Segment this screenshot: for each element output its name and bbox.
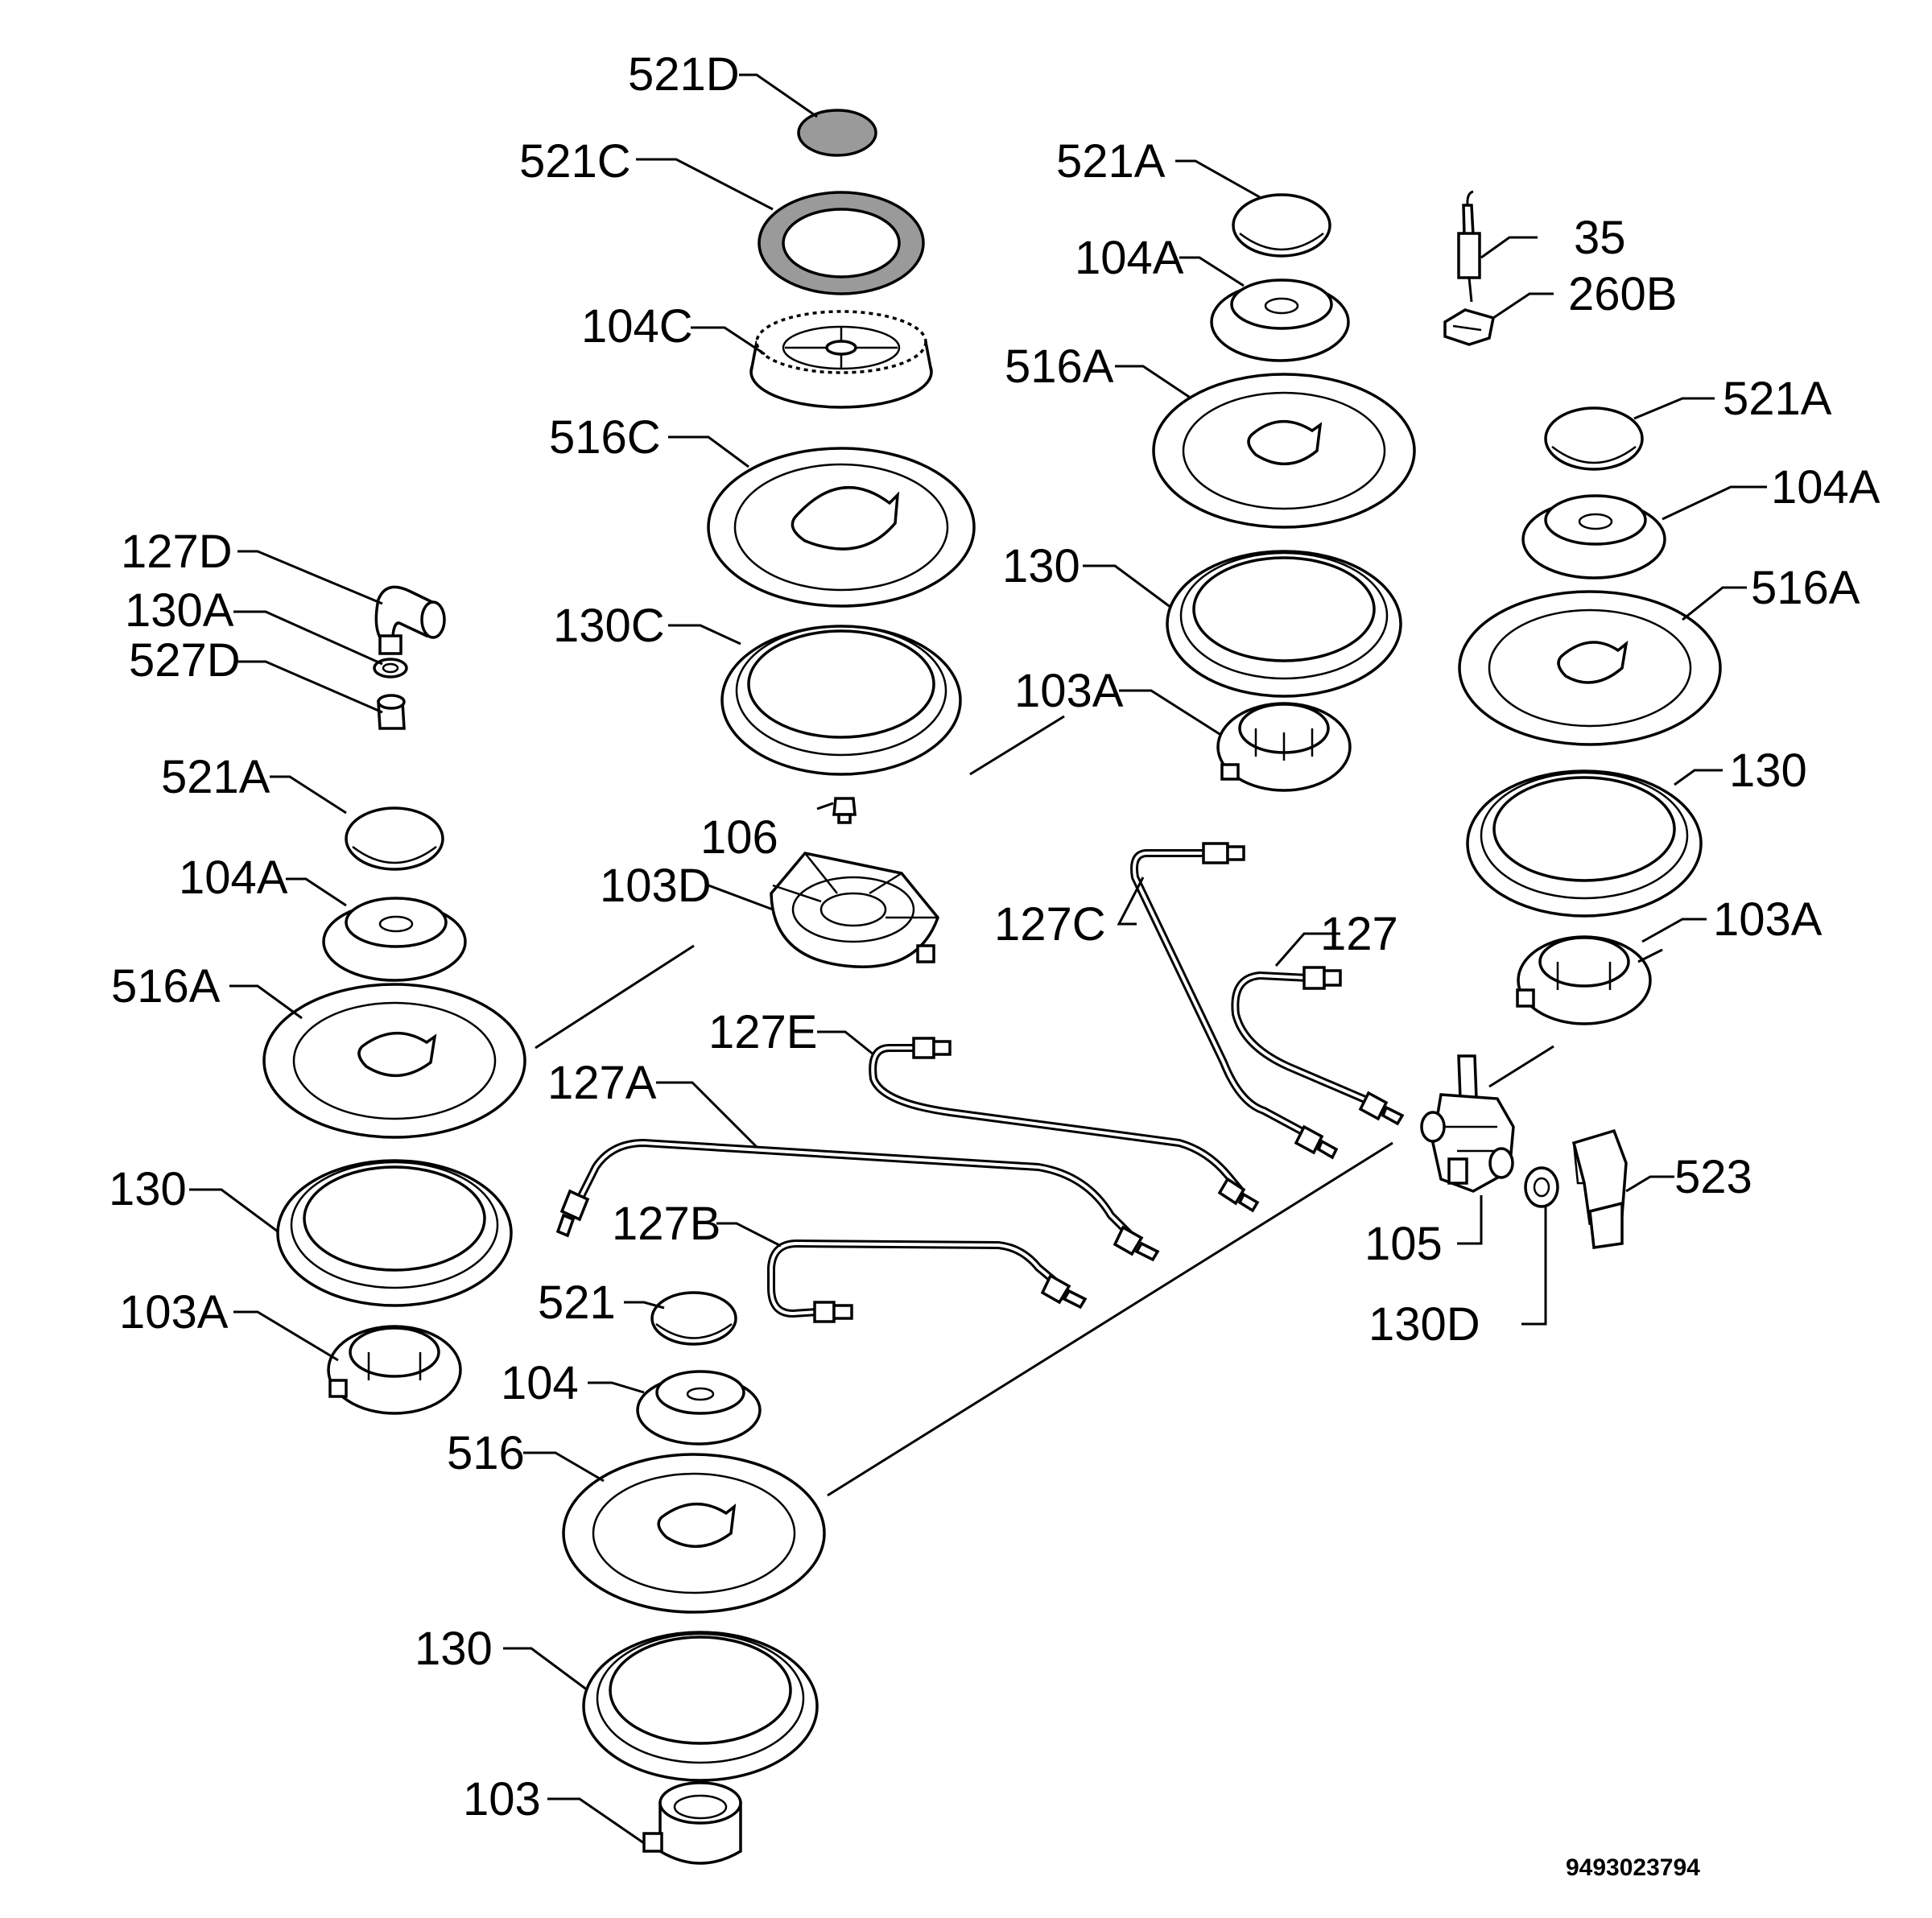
part-105-valve bbox=[1420, 1054, 1515, 1193]
label-130A: 130A bbox=[125, 584, 234, 637]
part-516A-top-tray bbox=[1152, 373, 1416, 529]
pipe-127A bbox=[555, 1138, 1160, 1262]
label-130D: 130D bbox=[1368, 1298, 1480, 1351]
label-130-bottom: 130 bbox=[415, 1623, 493, 1675]
pipe-127 bbox=[1231, 966, 1405, 1126]
label-527D: 527D bbox=[129, 634, 241, 687]
label-127E: 127E bbox=[708, 1006, 817, 1058]
part-521D-disc bbox=[797, 109, 877, 157]
part-130-bottom-seal bbox=[582, 1631, 819, 1782]
label-103A-right: 103A bbox=[1713, 893, 1823, 946]
pipe-127B bbox=[767, 1239, 1088, 1323]
label-516A-left: 516A bbox=[111, 960, 221, 1013]
part-516A-right-tray bbox=[1458, 590, 1722, 746]
label-516A-right: 516A bbox=[1751, 562, 1860, 614]
label-127A: 127A bbox=[547, 1057, 657, 1109]
label-521C: 521C bbox=[519, 135, 631, 188]
part-labels: 521D 521C 104C 516C 130C 127D 130A 527D … bbox=[109, 48, 1880, 1881]
label-516C: 516C bbox=[549, 411, 661, 464]
label-103D: 103D bbox=[600, 860, 712, 912]
part-516-tray bbox=[562, 1453, 826, 1614]
part-130C-seal bbox=[720, 625, 962, 776]
part-103-base bbox=[642, 1781, 742, 1865]
part-104A-left-crown bbox=[322, 897, 467, 982]
part-103A-right-base bbox=[1516, 935, 1652, 1025]
label-104A-top: 104A bbox=[1075, 232, 1184, 284]
label-103A-mid: 103A bbox=[1014, 665, 1124, 717]
label-106: 106 bbox=[700, 811, 778, 864]
label-35: 35 bbox=[1574, 212, 1626, 264]
label-521A-top: 521A bbox=[1056, 135, 1166, 188]
part-127D-elbow bbox=[374, 585, 446, 655]
label-104: 104 bbox=[501, 1357, 579, 1409]
part-130-mid-seal bbox=[1166, 550, 1402, 698]
part-516A-left-tray bbox=[262, 983, 526, 1139]
label-103: 103 bbox=[463, 1773, 541, 1825]
label-260B: 260B bbox=[1568, 268, 1677, 320]
part-103A-mid-base bbox=[1216, 702, 1352, 792]
part-523-clip bbox=[1571, 1128, 1628, 1249]
label-104A-left: 104A bbox=[179, 852, 288, 904]
part-35-igniter bbox=[1457, 190, 1481, 303]
part-130-left-seal bbox=[276, 1159, 513, 1307]
reference-number: 9493023794 bbox=[1566, 1854, 1700, 1881]
label-104C: 104C bbox=[581, 300, 693, 353]
label-127B: 127B bbox=[612, 1198, 720, 1250]
part-521C-ring bbox=[758, 191, 925, 295]
part-106-injector bbox=[832, 797, 857, 824]
part-521A-top-cap bbox=[1232, 193, 1331, 258]
label-105: 105 bbox=[1364, 1218, 1443, 1270]
part-521A-right-cap bbox=[1544, 406, 1644, 471]
part-260B-clip bbox=[1443, 308, 1496, 346]
part-130-right-seal bbox=[1466, 769, 1703, 918]
label-521: 521 bbox=[538, 1277, 616, 1329]
label-523: 523 bbox=[1674, 1151, 1752, 1203]
part-130D-washer bbox=[1524, 1166, 1559, 1208]
part-104A-top-crown bbox=[1210, 278, 1350, 362]
label-516A-top: 516A bbox=[1005, 340, 1114, 393]
part-521A-left-cap bbox=[345, 806, 444, 871]
part-521-cap bbox=[650, 1291, 737, 1346]
label-516: 516 bbox=[447, 1427, 525, 1479]
assembly-guide-lines bbox=[535, 715, 1663, 1497]
label-127C: 127C bbox=[994, 898, 1106, 951]
part-527D-nut bbox=[377, 694, 406, 730]
part-104C-crown bbox=[749, 310, 933, 409]
part-104A-right-crown bbox=[1521, 494, 1666, 580]
label-127D: 127D bbox=[121, 526, 233, 578]
label-130-mid: 130 bbox=[1002, 540, 1080, 592]
label-104A-right: 104A bbox=[1771, 461, 1880, 514]
label-521D: 521D bbox=[628, 48, 740, 101]
pipe-127C bbox=[1130, 842, 1339, 1160]
label-521A-right: 521A bbox=[1723, 373, 1832, 425]
part-516C-tray bbox=[707, 447, 976, 608]
label-130-left: 130 bbox=[109, 1163, 187, 1215]
pipe-127E bbox=[869, 1037, 1260, 1213]
leader-lines bbox=[189, 73, 1767, 1845]
label-130-right: 130 bbox=[1729, 745, 1807, 797]
label-521A-left: 521A bbox=[161, 751, 270, 803]
label-130C: 130C bbox=[553, 600, 665, 652]
part-103D-base bbox=[770, 852, 939, 968]
part-104-crown bbox=[636, 1370, 762, 1446]
part-103A-left-base bbox=[327, 1325, 462, 1415]
label-127: 127 bbox=[1320, 908, 1398, 960]
label-103A-left: 103A bbox=[119, 1286, 229, 1338]
